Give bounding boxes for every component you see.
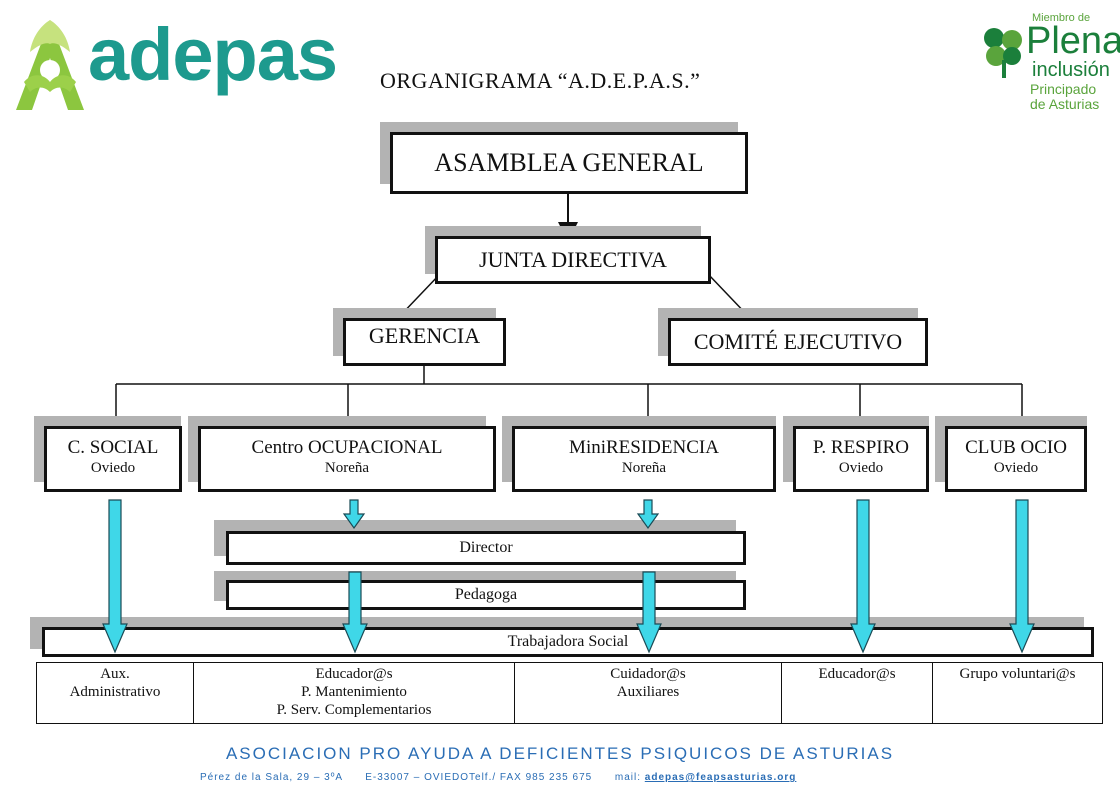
page-title: ORGANIGRAMA “A.D.E.P.A.S.” (380, 68, 701, 93)
staff-line: Auxiliares (616, 684, 680, 700)
unit-clubocio-box: CLUB OCIO Oviedo (945, 426, 1087, 492)
footer-city-phone: E-33007 – OVIEDOTelf./ FAX 985 235 675 (365, 772, 593, 783)
staff-line: Cuidador@s (610, 666, 686, 682)
unit-clubocio-place: Oviedo (993, 460, 1039, 476)
comite-ejecutivo-box: COMITÉ EJECUTIVO (668, 318, 928, 366)
footer-mail-label: mail: (614, 772, 641, 783)
staff-cell-cuidadores: Cuidador@s Auxiliares (514, 662, 782, 724)
adepas-hands-icon (16, 20, 84, 110)
unit-csocial-name: C. SOCIAL (67, 437, 159, 458)
arrow-csocial (102, 499, 128, 654)
clover-icon (984, 28, 1022, 78)
staff-line: P. Mantenimiento (301, 684, 407, 700)
arrow-clubocio (1009, 499, 1035, 654)
unit-csocial-box: C. SOCIAL Oviedo (44, 426, 182, 492)
asamblea-general-box: ASAMBLEA GENERAL (390, 132, 748, 194)
badge-location-line1: Principado (1030, 81, 1097, 97)
staff-line: Aux. (100, 666, 130, 682)
staff-cell-educadores-respiro: Educador@s (781, 662, 933, 724)
staff-cell-voluntarios: Grupo voluntari@s (932, 662, 1103, 724)
staff-cell-educadores-ocupacional: Educador@s P. Mantenimiento P. Serv. Com… (193, 662, 515, 724)
arrow-ocupacional (342, 571, 368, 654)
badge-member-label: Miembro de (1032, 12, 1091, 24)
unit-respiro-box: P. RESPIRO Oviedo (793, 426, 929, 492)
unit-csocial-place: Oviedo (90, 460, 136, 476)
pedagoga-bar: Pedagoga (226, 580, 746, 610)
arrow-miniresidencia (636, 571, 662, 654)
staff-line: Grupo voluntari@s (959, 666, 1076, 682)
unit-miniresidencia-place: Noreña (621, 460, 667, 476)
director-bar: Director (226, 531, 746, 565)
trabajadora-social-bar: Trabajadora Social (42, 627, 1094, 657)
unit-respiro-name: P. RESPIRO (812, 437, 910, 458)
badge-plena: Plena (1026, 20, 1120, 62)
gerencia-box: GERENCIA (343, 318, 506, 366)
footer-organization: ASOCIACION PRO AYUDA A DEFICIENTES PSIQU… (225, 744, 895, 763)
arrow-respiro (850, 499, 876, 654)
footer-address: Pérez de la Sala, 29 – 3ºA (200, 772, 343, 783)
logo-wordmark: adepas (88, 13, 338, 96)
staff-line: Educador@s (315, 666, 393, 682)
arrow-ocupacional-short (342, 499, 366, 530)
unit-ocupacional-name: Centro OCUPACIONAL (251, 437, 443, 458)
footer-contact: Pérez de la Sala, 29 – 3ºA E-33007 – OVI… (200, 772, 796, 783)
badge-location: Principado de Asturias (1030, 82, 1120, 111)
staff-line: Administrativo (69, 684, 161, 700)
staff-line: P. Serv. Complementarios (276, 702, 432, 718)
badge-location-line2: de Asturias (1030, 95, 1100, 112)
unit-clubocio-name: CLUB OCIO (965, 437, 1067, 458)
junta-directiva-box: JUNTA DIRECTIVA (435, 236, 711, 284)
staff-line: Educador@s (818, 666, 896, 682)
unit-respiro-place: Oviedo (838, 460, 884, 476)
unit-ocupacional-place: Noreña (324, 460, 370, 476)
badge-inclusion: inclusión (1032, 59, 1110, 81)
arrow-miniresidencia-short (636, 499, 660, 530)
footer-mail-link[interactable]: adepas@feapsasturias.org (644, 772, 797, 783)
unit-miniresidencia-name: MiniRESIDENCIA (569, 437, 719, 458)
unit-miniresidencia-box: MiniRESIDENCIA Noreña (512, 426, 776, 492)
unit-ocupacional-box: Centro OCUPACIONAL Noreña (198, 426, 496, 492)
staff-cell-aux: Aux. Administrativo (36, 662, 194, 724)
